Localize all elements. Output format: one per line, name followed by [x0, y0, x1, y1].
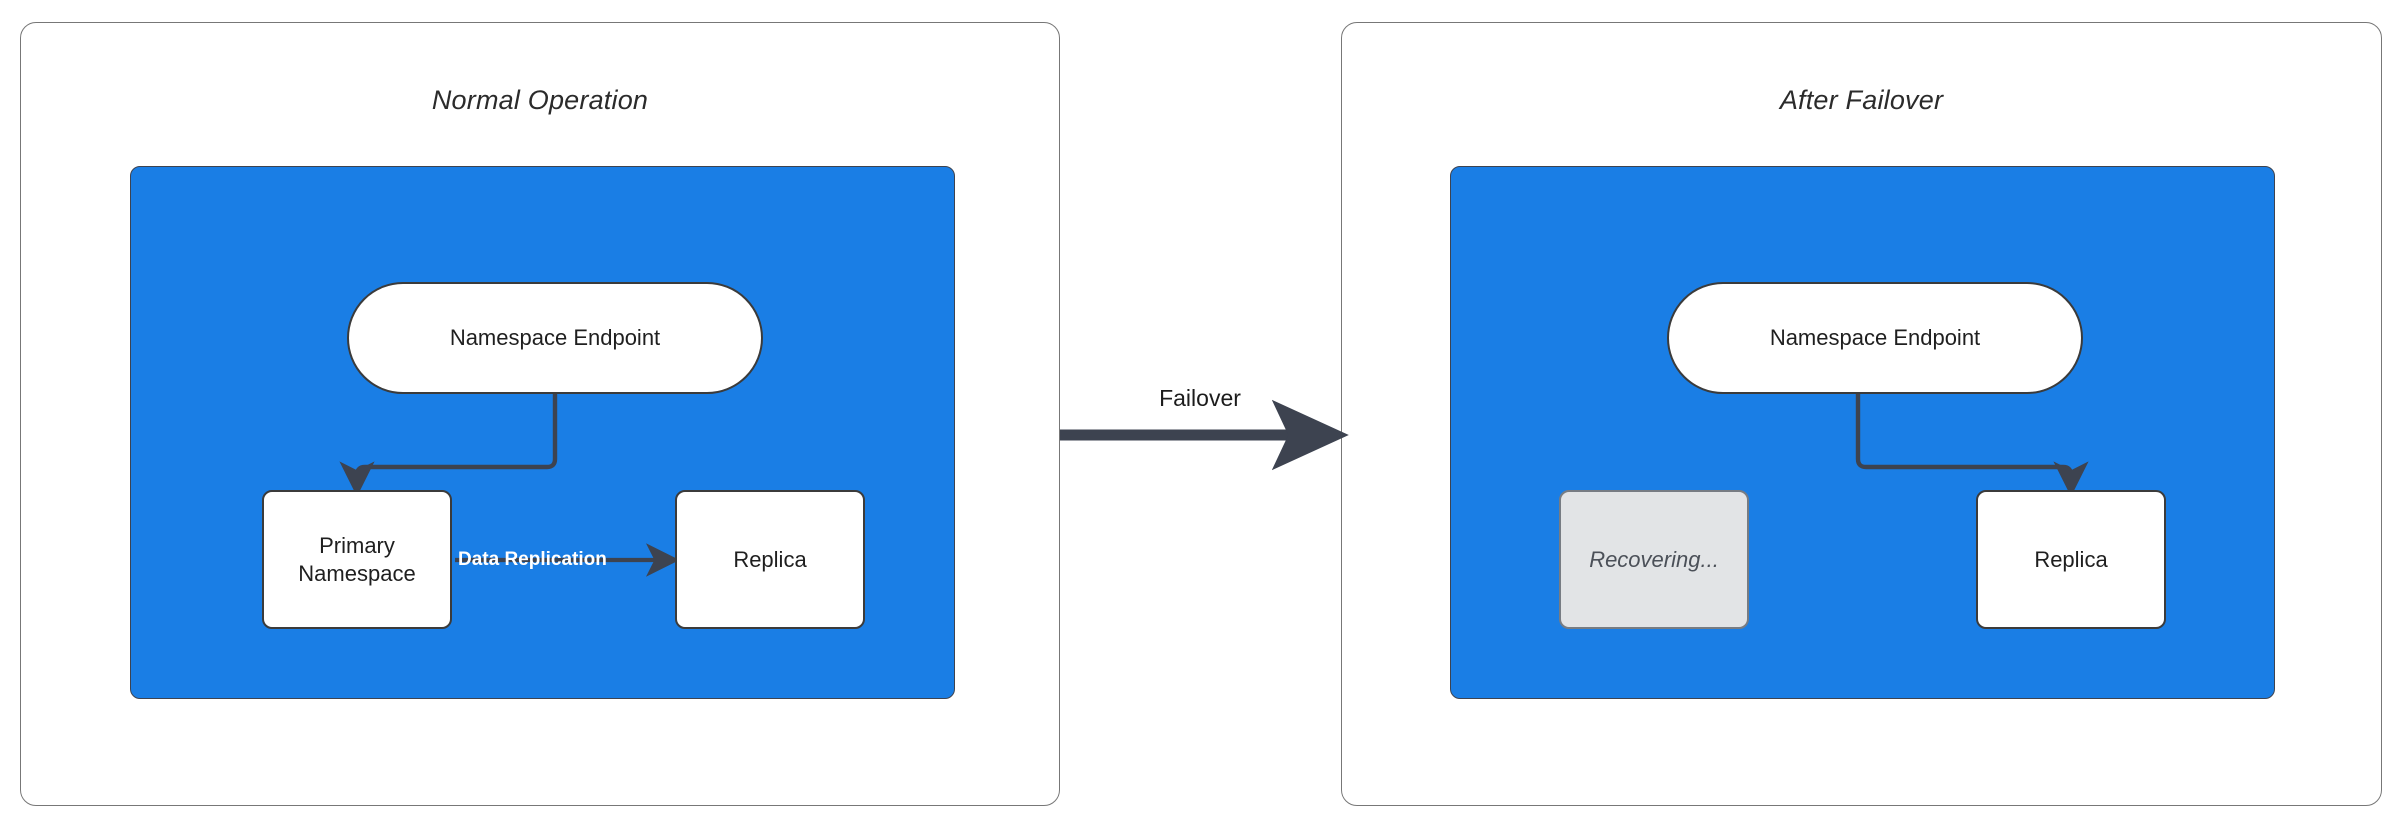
panel-title-after-failover: After Failover [1779, 85, 1944, 115]
node-label: Namespace Endpoint [1769, 325, 1981, 351]
panel-title-normal-operation: Normal Operation [431, 85, 649, 115]
node-namespace-endpoint-failover[interactable]: Namespace Endpoint [1667, 282, 2083, 394]
node-primary-namespace[interactable]: Primary Namespace [262, 490, 452, 629]
blue-region-normal-operation: Namespace Endpoint Primary Namespace Rep… [130, 166, 955, 699]
node-label: Primary Namespace [298, 533, 416, 586]
blue-region-after-failover: Namespace Endpoint Recovering... Replica [1450, 166, 2275, 699]
node-label: Namespace Endpoint [449, 325, 661, 351]
node-replica-normal[interactable]: Replica [675, 490, 865, 629]
node-recovering-namespace[interactable]: Recovering... [1559, 490, 1749, 629]
node-label: Replica [2034, 546, 2108, 572]
panel-normal-operation: Normal Operation Namespace Endpoint [20, 22, 1060, 806]
node-replica-failover[interactable]: Replica [1976, 490, 2166, 629]
node-label: Replica [733, 546, 807, 572]
failover-transition-arrow [1060, 399, 1349, 471]
node-namespace-endpoint-normal[interactable]: Namespace Endpoint [347, 282, 763, 394]
failover-transition-label: Failover [1159, 385, 1241, 411]
edge-label-data-replication: Data Replication [458, 549, 607, 570]
panel-after-failover: After Failover Namespace Endpoint Recove… [1341, 22, 2382, 806]
node-label: Recovering... [1589, 546, 1719, 572]
